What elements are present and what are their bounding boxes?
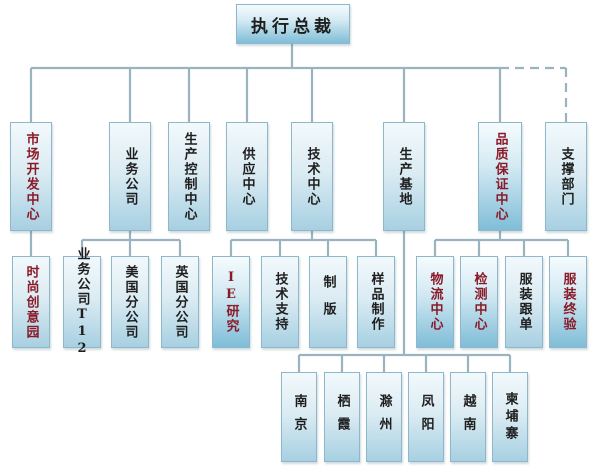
node-fengyang: 凤阳	[408, 372, 444, 462]
node-logistics: 物流中心	[416, 256, 454, 348]
node-business-t12: 业务公司T12	[63, 247, 101, 358]
node-business: 业务公司	[109, 122, 151, 231]
node-chuzhou: 滁州	[366, 372, 402, 462]
node-label: 样品制作	[368, 272, 384, 332]
node-vietnam: 越南	[450, 372, 486, 462]
node-label: 柬埔寨	[502, 391, 518, 443]
node-production-control: 生产控制中心	[168, 122, 210, 231]
node-nanjing: 南京	[281, 372, 317, 462]
node-label: 业务公司	[122, 146, 138, 207]
node-pattern-making: 制版	[309, 256, 347, 348]
node-market: 市场开发中心	[10, 122, 52, 231]
node-us-branch: 美国分公司	[111, 256, 149, 348]
node-label: 服装跟单	[516, 272, 532, 332]
node-sample-making: 样品制作	[357, 256, 395, 348]
node-label: 生产控制中心	[181, 131, 197, 222]
node-label: 滁州	[376, 394, 392, 440]
node-supply: 供应中心	[226, 122, 268, 231]
node-root: 执行总裁	[236, 4, 350, 44]
node-label: 栖霞	[334, 394, 350, 440]
node-fashion-park: 时尚创意园	[12, 256, 50, 348]
node-label: 品质保证中心	[492, 131, 508, 222]
node-label: 英国分公司	[172, 264, 188, 340]
node-label: 技术支持	[272, 272, 288, 332]
node-label: 美国分公司	[122, 264, 138, 340]
node-label: 物流中心	[427, 272, 443, 332]
node-quality: 品质保证中心	[478, 122, 522, 231]
node-merchandising: 服装跟单	[505, 256, 543, 348]
node-label: 生产基地	[396, 146, 412, 207]
node-base: 生产基地	[383, 122, 425, 231]
node-testing: 检测中心	[460, 256, 498, 348]
node-ie-research: IE研究	[212, 256, 250, 348]
node-support: 支撑部门	[545, 122, 587, 231]
node-cambodia: 柬埔寨	[492, 372, 528, 462]
node-label: 越南	[460, 394, 476, 440]
node-uk-branch: 英国分公司	[161, 256, 199, 348]
node-label: IE研究	[223, 270, 239, 334]
node-label: 凤阳	[418, 394, 434, 440]
node-qixia: 栖霞	[324, 372, 360, 462]
node-final-inspection: 服装终验	[549, 256, 587, 348]
node-label: 供应中心	[239, 146, 255, 207]
node-label: 市场开发中心	[23, 131, 39, 222]
node-label: 南京	[291, 394, 307, 440]
node-tech: 技术中心	[291, 122, 333, 231]
node-label: 业务公司T12	[74, 246, 90, 358]
node-label: 检测中心	[471, 272, 487, 332]
node-label: 支撑部门	[558, 146, 574, 207]
node-label: 制版	[320, 275, 336, 329]
node-tech-support: 技术支持	[261, 256, 299, 348]
node-root-label: 执行总裁	[251, 16, 335, 37]
node-label: 服装终验	[560, 272, 576, 332]
node-label: 时尚创意园	[23, 264, 39, 340]
node-label: 技术中心	[304, 146, 320, 207]
